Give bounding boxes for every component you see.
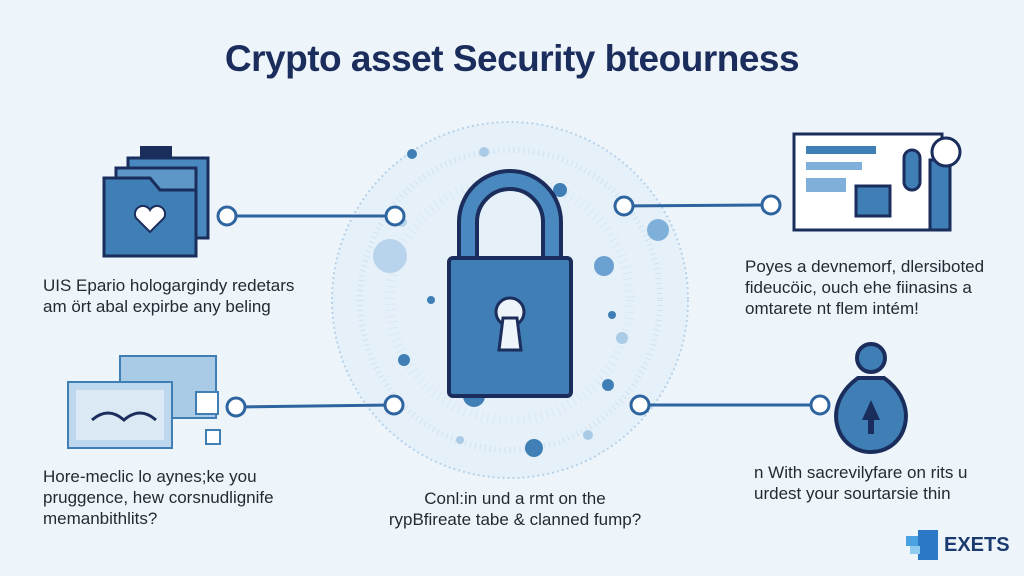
cards-illustration-icon [67,355,221,449]
text-line: memanbithlits? [43,509,158,528]
money-bag-icon [834,342,908,455]
page-title: Crypto asset Security bteourness [224,38,800,79]
bottom-left-description: Hore-meclic lo aynes;ke you pruggence, h… [43,466,274,529]
connectors [216,194,831,418]
text-line: am ört abal expirbe any beling [43,297,271,316]
bottom-center-description: Conl:in und a rmt on the rypBfireate tab… [360,488,670,530]
brand-logo: EXETS [906,530,1010,560]
text-line: fideucöic, ouch ehe fiinasins a [745,278,972,297]
text-line: omtarete nt flem intém! [745,299,919,318]
text-line: Hore-meclic lo aynes;ke you [43,467,257,486]
certificate-icon [792,132,962,232]
logo-mark-icon [906,530,938,560]
text-line: urdest your sourtarsie thin [754,484,951,503]
text-line: pruggence, hew corsnudlignife [43,488,274,507]
text-line: Conl:in und a rmt on the [424,489,606,508]
text-line: n With sacrevilyfare on rits u [754,463,968,482]
text-line: UIS Epario hologargindy redetars [43,276,295,295]
padlock-icon [447,169,573,398]
text-line: Poyes a devnemorf, dlersiboted [745,257,985,276]
logo-text: EXETS [944,533,1010,556]
top-left-description: UIS Epario hologargindy redetars am ört … [43,275,294,317]
bottom-right-description: n With sacrevilyfare on rits u urdest yo… [754,462,968,504]
text-line: rypBfireate tabe & clanned fump? [388,510,642,529]
folder-heart-icon [102,146,210,258]
top-right-description: Poyes a devnemorf, dlersiboted fideucöic… [745,256,984,319]
